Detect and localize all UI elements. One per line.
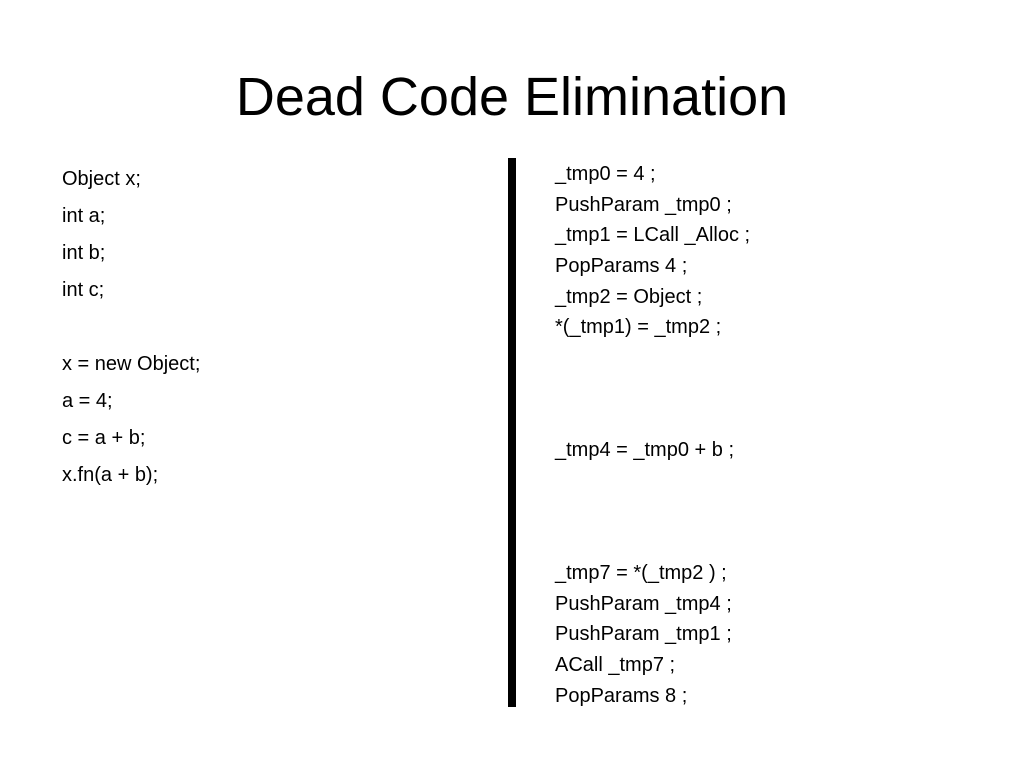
tac-code-line: *(_tmp1) = _tmp2 ; (555, 316, 722, 339)
tac-code-line: PushParam _tmp4 ; (555, 592, 732, 615)
tac-code-line: PushParam _tmp0 ; (555, 193, 732, 216)
column-divider (508, 158, 516, 707)
source-code-line: x.fn(a + b); (62, 464, 159, 486)
source-code-line: int a; (62, 205, 106, 227)
source-code-line: c = a + b; (62, 427, 146, 449)
tac-code-block: _tmp0 = 4 ; PushParam _tmp0 ; _tmp1 = LC… (555, 159, 995, 711)
tac-code-line: ACall _tmp7 ; (555, 654, 676, 676)
tac-code-line: PopParams 4 ; (555, 255, 688, 278)
source-code-line: x = new Object; (62, 353, 201, 375)
tac-code-line: _tmp2 = Object ; (555, 285, 703, 308)
tac-code-line: PushParam _tmp1 ; (555, 623, 732, 646)
source-code-line: int b; (62, 242, 106, 264)
source-code-line: int c; (62, 279, 105, 301)
tac-code-blank-line (555, 343, 995, 374)
slide-title: Dead Code Elimination (235, 67, 789, 127)
source-code-block: Object x; int a; int b; int c; x = new O… (62, 164, 482, 497)
source-code-line: Object x; (62, 168, 141, 190)
tac-code-blank-line (555, 527, 995, 558)
source-code-line: a = 4; (62, 390, 113, 412)
tac-code-blank-line (555, 466, 995, 497)
tac-code-blank-line (555, 374, 995, 405)
tac-code-blank-line (555, 405, 995, 436)
tac-code-line: PopParams 8 ; (555, 684, 688, 707)
tac-code-blank-line (555, 497, 995, 528)
tac-code-line: _tmp7 = *(_tmp2 ) ; (555, 561, 727, 584)
tac-code-line: _tmp4 = _tmp0 + b ; (555, 439, 734, 462)
source-code-blank-line (62, 312, 482, 349)
tac-code-line: _tmp1 = LCall _Alloc ; (555, 224, 751, 247)
tac-code-line: _tmp0 = 4 ; (555, 163, 656, 185)
